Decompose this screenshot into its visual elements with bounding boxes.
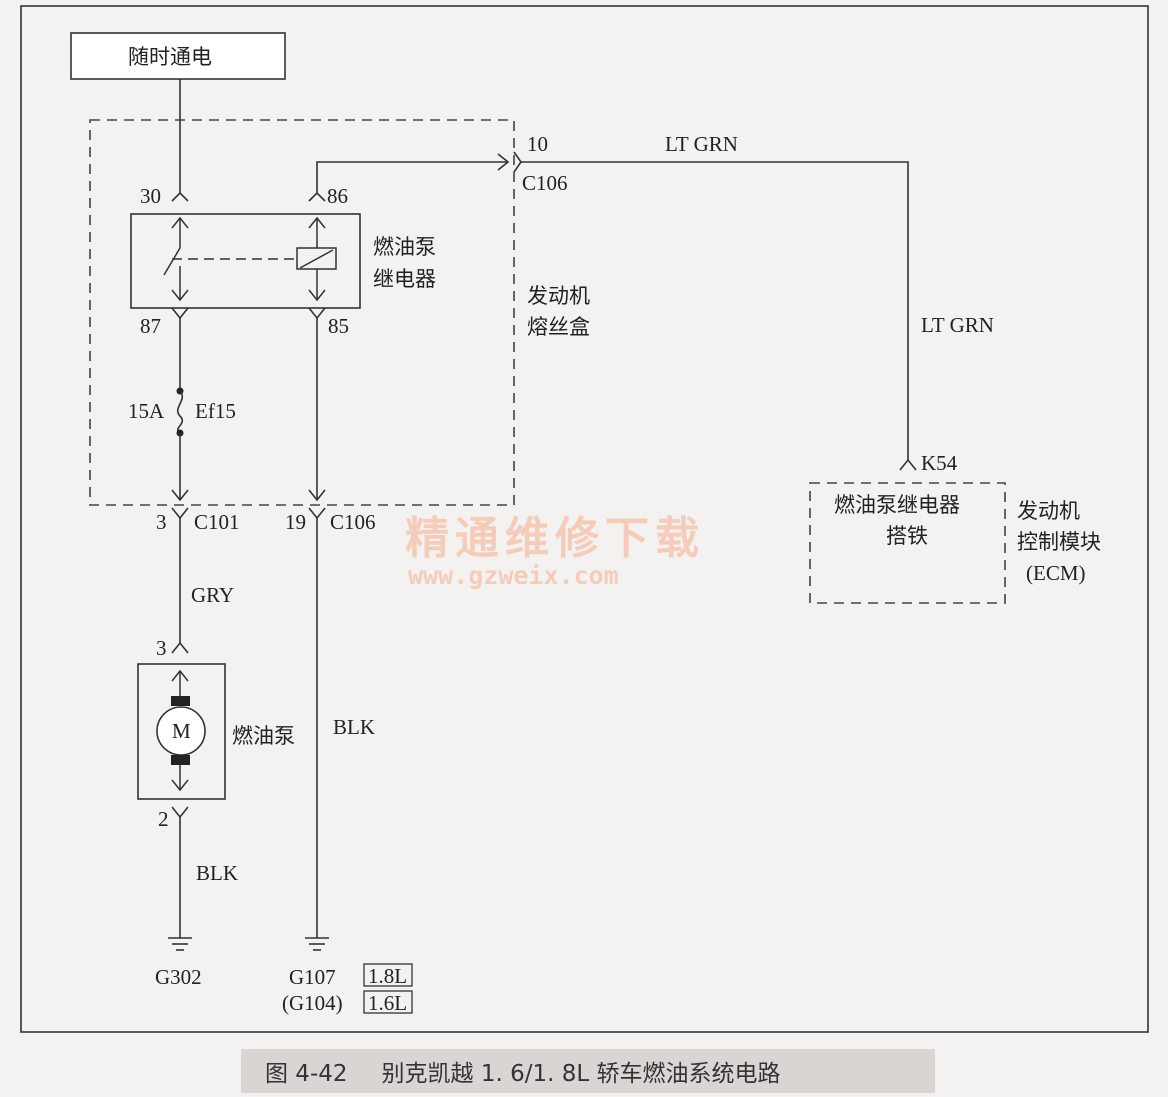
tag-1-6l: 1.6L	[368, 991, 407, 1015]
c101-terminal	[171, 507, 189, 520]
ground-g104-label: (G104)	[282, 991, 343, 1015]
fuel-pump	[137, 663, 226, 800]
wire-blk-left-label: BLK	[196, 861, 238, 885]
c106-pin10-terminal	[513, 151, 522, 173]
pin-86-terminal	[308, 191, 326, 202]
wire-lt-grn-label-side: LT GRN	[921, 313, 994, 337]
fuel-pump-relay	[130, 213, 361, 309]
pump-pin2-label: 2	[158, 807, 169, 831]
pin-86-label: 86	[327, 184, 348, 208]
pump-pin3-terminal	[171, 641, 189, 654]
ground-g302-symbol	[168, 937, 192, 951]
pin-85-label: 85	[328, 314, 349, 338]
pump-motor-label: M	[172, 719, 191, 743]
pin-30-label: 30	[140, 184, 161, 208]
figure-number: 图 4-42	[265, 1061, 348, 1087]
tag-1-8l: 1.8L	[368, 964, 407, 988]
ecm-name-3: (ECM)	[1026, 561, 1086, 585]
pin-85-terminal	[308, 307, 326, 320]
relay-name-2: 继电器	[373, 267, 436, 291]
pump-pin3-label: 3	[156, 636, 167, 660]
wire-gry-label: GRY	[191, 583, 234, 607]
fuse-ef15	[176, 390, 184, 434]
fuse-box-label-1: 发动机	[527, 284, 590, 308]
c106-pin19-label: 19	[285, 510, 306, 534]
pin-87-label: 87	[140, 314, 161, 338]
ecm-name-1: 发动机	[1017, 499, 1080, 523]
k54-terminal	[899, 458, 917, 471]
ecm-name-2: 控制模块	[1017, 530, 1101, 554]
wire-lt-grn	[521, 161, 909, 460]
ecm-box-line1: 燃油泵继电器	[834, 493, 960, 517]
ecm-box-line2: 搭铁	[886, 524, 928, 548]
k54-label: K54	[921, 451, 958, 475]
relay-switch-bottom-arrow	[171, 289, 189, 302]
power-source-label: 随时通电	[128, 45, 212, 69]
c106-bottom-label: C106	[330, 510, 376, 534]
diagram-frame	[20, 5, 1149, 1033]
figure-title: 别克凯越 1. 6/1. 8L 轿车燃油系统电路	[381, 1061, 781, 1087]
pump-name: 燃油泵	[232, 724, 295, 748]
c106-pin19-terminal	[308, 507, 326, 520]
fuse-name: Ef15	[195, 399, 236, 423]
c101-name-label: C101	[194, 510, 240, 534]
fuse-rating: 15A	[128, 399, 165, 423]
pump-pin2-terminal	[171, 806, 189, 819]
wire-blk-right-label: BLK	[333, 715, 375, 739]
power-source-box	[70, 32, 286, 80]
tag-1-8l-box	[363, 963, 413, 987]
figure-caption: 图 4-42 别克凯越 1. 6/1. 8L 轿车燃油系统电路	[241, 1049, 935, 1093]
engine-fuse-box	[89, 119, 515, 506]
ground-g302-label: G302	[155, 965, 202, 989]
relay-name-1: 燃油泵	[373, 235, 436, 259]
ecm-ground-box	[809, 482, 1006, 604]
c106-pin10-arrow	[497, 153, 510, 171]
c101-pin-label: 3	[156, 510, 167, 534]
ground-g107-symbol	[305, 937, 329, 951]
c106-pin10-label: 10	[527, 132, 548, 156]
tag-1-6l-box	[363, 990, 413, 1014]
pin-87-terminal	[171, 307, 189, 320]
wire-86-to-c106	[316, 161, 508, 193]
relay-switch-contact	[163, 247, 181, 276]
relay-coil-bottom-arrow	[308, 289, 326, 302]
fuse-box-label-2: 熔丝盒	[527, 315, 590, 339]
pin-30-terminal	[171, 191, 189, 202]
watermark-url: www.gzweix.com	[408, 561, 619, 590]
ground-g107-label: G107	[289, 965, 336, 989]
watermark-title: 精通维修下载	[405, 513, 705, 564]
wire-lt-grn-label-top: LT GRN	[665, 132, 738, 156]
c106-top-label: C106	[522, 171, 568, 195]
